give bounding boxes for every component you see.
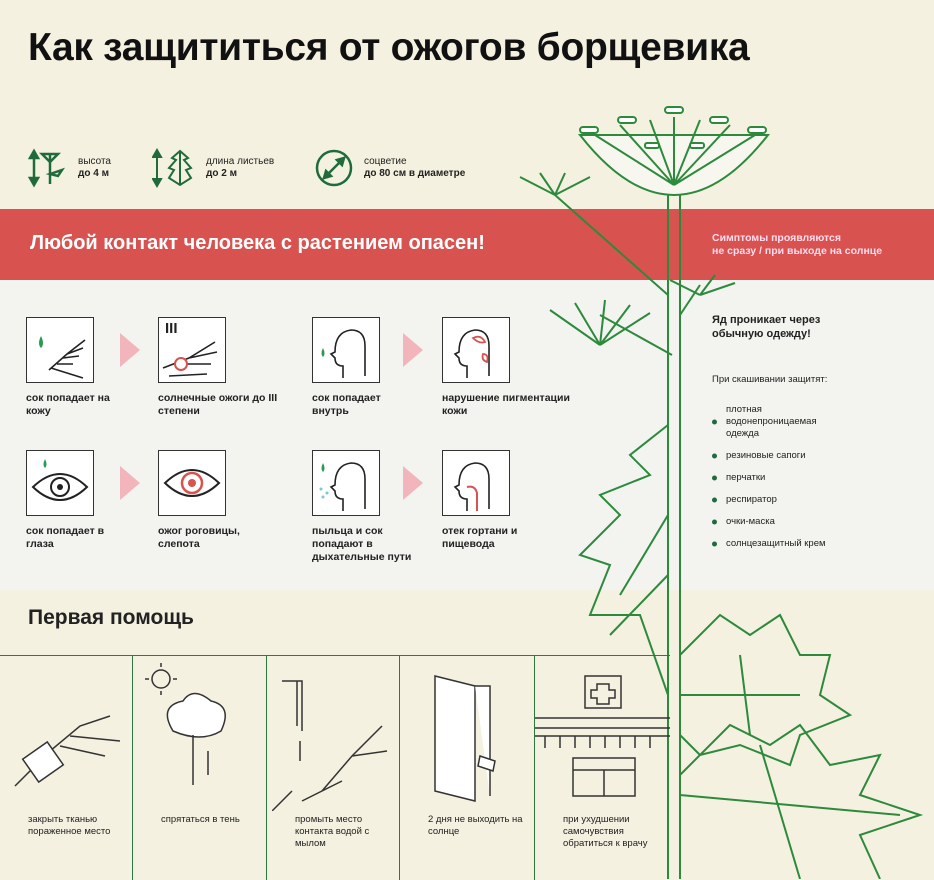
first-aid-step: 2 дня не выходить на солнце xyxy=(400,656,535,880)
protection-intro: При скашивании защитят: xyxy=(712,374,828,385)
protection-item: перчатки xyxy=(712,472,842,484)
symptom-cause: пыльца и сок попадают в дыхательные пути xyxy=(312,525,412,563)
first-aid-panel: закрыть тканью пораженное место спрятать… xyxy=(0,655,670,880)
first-aid-step: закрыть тканью пораженное место xyxy=(0,656,133,880)
ingestion-icon xyxy=(312,317,380,383)
symptom-effect: отек гортани и пищевода xyxy=(442,525,518,550)
skin-burn-icon: III xyxy=(158,317,226,383)
warning-main: Любой контакт человека с растением опасе… xyxy=(30,232,485,254)
bandaged-wrist-icon xyxy=(14,715,121,787)
hospital-icon xyxy=(535,675,670,797)
symptom-cause: сок попадает на кожу xyxy=(26,392,110,417)
inhalation-icon xyxy=(312,450,380,516)
first-aid-step: при ухудшении самочувствия обратиться к … xyxy=(535,656,670,880)
first-aid-step: промыть место контакта водой с мылом xyxy=(267,656,400,880)
symptom-cause: сок попадает внутрь xyxy=(312,392,381,417)
stat-value: до 80 см в диаметре xyxy=(364,168,466,179)
symptom-cause: сок попадает в глаза xyxy=(26,525,105,550)
stat-label: длина листьев xyxy=(206,156,275,167)
skin-contact-icon xyxy=(26,317,94,383)
arrow-right-icon xyxy=(120,333,140,367)
stat-label: высота xyxy=(78,156,111,167)
warning-band xyxy=(0,209,934,280)
clothing-warning: Яд проникает через обычную одежду! xyxy=(712,314,821,340)
protection-item: очки-маска xyxy=(712,516,842,528)
pigmentation-icon xyxy=(442,317,510,383)
first-aid-step: спрятаться в тень xyxy=(133,656,267,880)
protection-item: солнцезащитный крем xyxy=(712,538,842,550)
diameter-icon xyxy=(315,149,353,187)
stat-label: соцветие xyxy=(364,156,407,167)
arrow-right-icon xyxy=(403,466,423,500)
arrow-right-icon xyxy=(120,466,140,500)
stat-value: до 2 м xyxy=(206,168,237,179)
symptom-effect: ожог роговицы, слепота xyxy=(158,525,240,550)
protection-item: резиновые сапоги xyxy=(712,450,842,462)
protection-item: респиратор xyxy=(712,494,842,506)
hogweed-plant-illustration xyxy=(519,106,924,879)
stat-value: до 4 м xyxy=(78,168,109,179)
arrow-right-icon xyxy=(403,333,423,367)
eye-contact-icon xyxy=(26,450,94,516)
first-aid-title: Первая помощь xyxy=(28,606,194,629)
page-title: Как защититься от ожогов борщевика xyxy=(28,26,750,69)
closed-door-icon xyxy=(434,675,496,802)
symptom-effect: нарушение пигментации кожи xyxy=(442,392,570,417)
symptom-effect: солнечные ожоги до III степени xyxy=(158,392,278,417)
shade-tree-icon xyxy=(145,663,226,785)
leaf-length-icon xyxy=(152,148,193,188)
height-icon xyxy=(28,148,66,188)
eye-burn-icon xyxy=(158,450,226,516)
protection-list: плотная водонепроницаемая одежда резинов… xyxy=(712,404,842,560)
protection-item: плотная водонепроницаемая одежда xyxy=(712,404,842,440)
throat-swelling-icon xyxy=(442,450,510,516)
wash-hand-icon xyxy=(272,680,388,811)
